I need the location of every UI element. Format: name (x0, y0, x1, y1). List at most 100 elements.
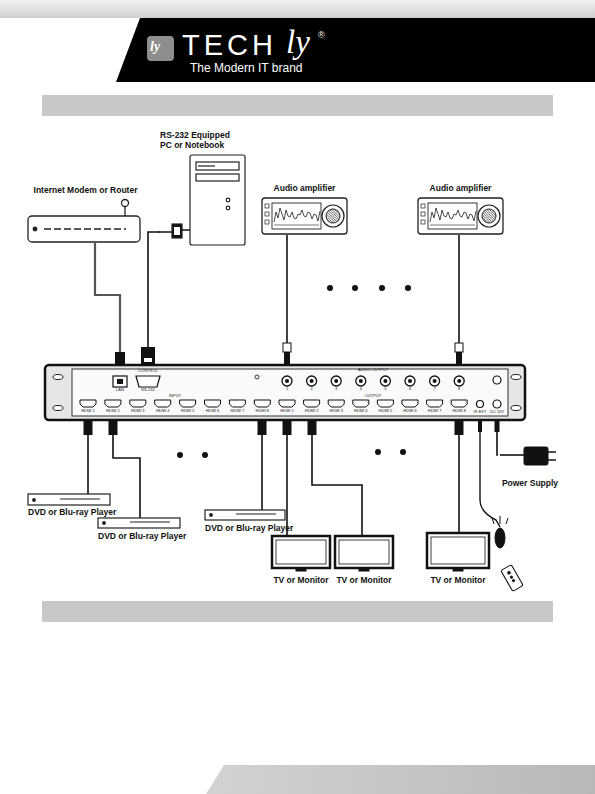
audio-amplifier (262, 198, 347, 234)
logo-icon-text: ly (150, 40, 160, 54)
audio-amplifier (326, 209, 340, 223)
port-label: 1 (286, 387, 288, 391)
device-label: Audio amplifier (412, 183, 509, 193)
matrix-switch (255, 375, 259, 379)
port-label: HDMI 6 (403, 409, 417, 413)
cable-plug (455, 421, 464, 435)
audio-amplifier (274, 225, 319, 226)
port-label: 3 (335, 387, 337, 391)
audio-jack (331, 376, 341, 386)
monitor-node: TV or Monitor (423, 532, 493, 585)
cable-plug (495, 421, 500, 432)
matrix-switch (493, 376, 501, 384)
tv-monitor (276, 540, 326, 564)
audio-jack (457, 379, 461, 383)
tv-monitor (272, 533, 489, 571)
hdmi-port (254, 400, 270, 407)
cable (458, 420, 460, 532)
audio-amplifier (482, 209, 496, 223)
audio-jack (430, 376, 440, 386)
cable-plug (115, 352, 125, 365)
matrix-switch (45, 365, 525, 420)
hdmi-port (402, 400, 418, 407)
ellipsis-dots (375, 449, 381, 455)
ellipsis-dots (202, 452, 208, 458)
hdmi-port (80, 400, 96, 407)
matrix-switch (53, 406, 63, 411)
cable (95, 243, 120, 365)
matrix-switch (117, 379, 123, 384)
power-adapter (548, 451, 556, 453)
dvd-player (28, 494, 110, 505)
hdmi-port (377, 400, 393, 407)
matrix-switch (511, 375, 521, 380)
tv-monitor (427, 533, 489, 568)
audio-jack (307, 376, 317, 386)
port-label: HDMI 7 (428, 409, 442, 413)
audio-jack (454, 376, 464, 386)
audio-amplifier (262, 198, 347, 234)
port-label: HDMI 5 (181, 409, 195, 413)
pc-node: RS-232 Equipped PC or Notebook (160, 130, 248, 245)
cable-plug (283, 421, 292, 435)
hdmi-port (427, 400, 443, 407)
cable-plug (258, 421, 267, 435)
port-label: HDMI 3 (131, 409, 145, 413)
ellipsis-dots (405, 285, 411, 291)
cable-plug (455, 343, 463, 352)
audio-amplifier (265, 220, 269, 224)
port-label: 6 (409, 387, 411, 391)
pc-tower (196, 162, 239, 170)
device-label: TV or Monitor (331, 575, 397, 585)
port-label: HDMI 8 (452, 409, 466, 413)
port-label: 2 (310, 387, 312, 391)
modem-node: Internet Modem or Router (26, 185, 145, 243)
cable-plug (284, 352, 290, 365)
hdmi-port (279, 400, 295, 407)
ellipsis-dots (400, 449, 406, 455)
modem (28, 216, 140, 242)
port-label: RS-232 (141, 388, 155, 392)
page-header (0, 0, 595, 82)
dvd-player (205, 510, 285, 520)
power-supply-node: Power Supply (498, 446, 562, 488)
port-label: HDMI 1 (81, 409, 95, 413)
matrix-switch (113, 376, 127, 387)
registered-mark: ® (318, 31, 325, 40)
pc-tower (172, 224, 182, 238)
pc-tower (196, 174, 239, 181)
dvd-player (103, 522, 106, 525)
audio-amplifier (478, 205, 500, 227)
cable-plug (283, 343, 291, 352)
pc-tower (198, 165, 215, 166)
port-label: CONTROL (138, 369, 158, 373)
brand-name: TECH (182, 31, 277, 60)
amplifier-node: Audio amplifier (256, 183, 353, 235)
modem (122, 200, 129, 207)
hdmi-port (155, 400, 171, 407)
port-label: HDMI 2 (305, 409, 319, 413)
ellipsis-dots (352, 285, 358, 291)
port-label: HDMI 5 (379, 409, 393, 413)
device-label: TV or Monitor (268, 575, 334, 585)
audio-jack (285, 379, 289, 383)
audio-amplifier (428, 203, 477, 229)
port-label: OUTPUT (365, 394, 381, 398)
device-label: TV or Monitor (423, 575, 493, 585)
audio-amplifier (418, 198, 503, 234)
cable-plug (84, 421, 93, 435)
audio-jack (359, 379, 363, 383)
audio-amplifier (265, 212, 269, 216)
port-label: 4 (360, 387, 362, 391)
port-label: HDMI 2 (106, 409, 120, 413)
port-label: IR EXT (474, 410, 487, 414)
audio-amplifier (418, 198, 503, 234)
audio-amplifier (421, 212, 425, 216)
hdmi-port (229, 400, 245, 407)
power-adapter (548, 459, 556, 461)
modem (124, 207, 125, 216)
audio-amplifier (262, 198, 503, 234)
hdmi-port (451, 400, 467, 407)
hdmi-port (180, 400, 196, 407)
